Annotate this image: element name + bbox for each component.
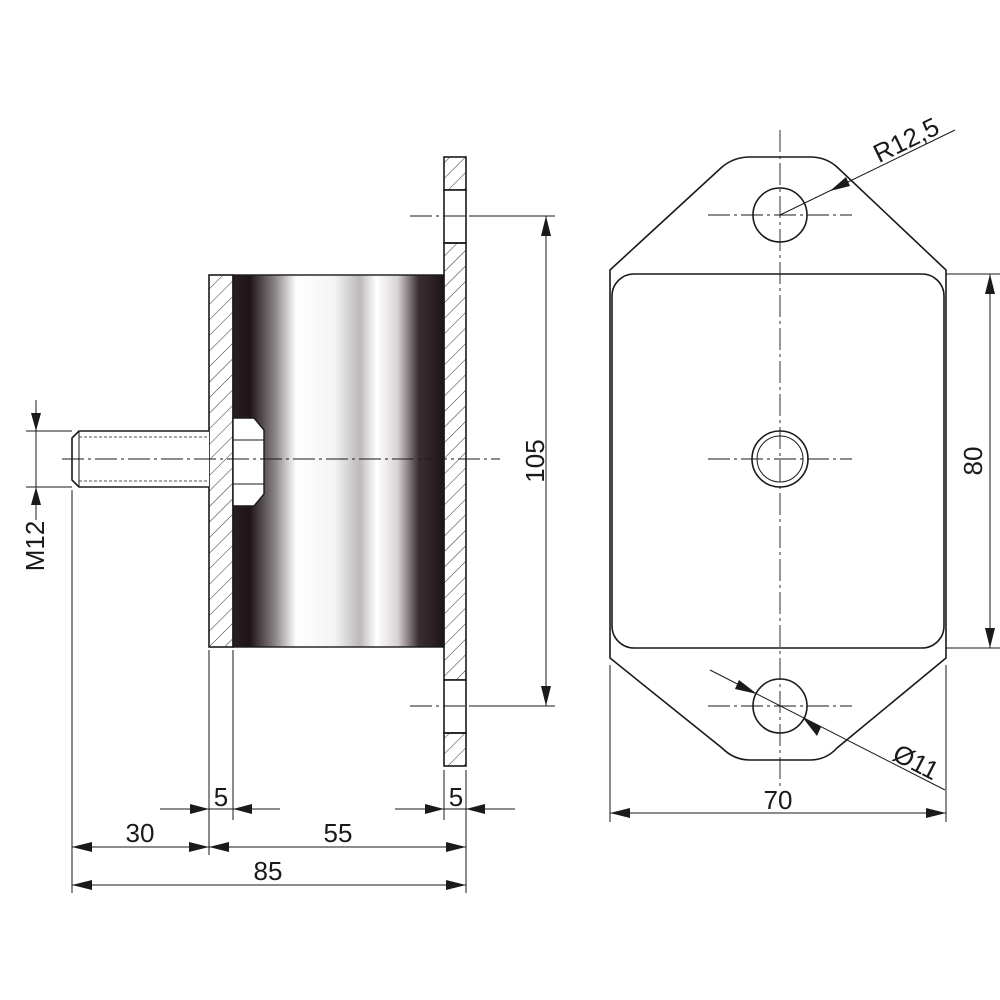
overall-length-label: 85 (254, 856, 283, 886)
dim-stud-and-body: 30 55 (72, 818, 466, 852)
width-label: 70 (764, 785, 793, 815)
plate-height-label: 105 (520, 439, 550, 482)
left-cap-plate (208, 274, 234, 648)
hex-nut (232, 417, 265, 507)
stud-length-label: 30 (126, 818, 155, 848)
dim-corner-radius: R12,5 (779, 111, 956, 216)
mounting-plate-outline (609, 156, 947, 761)
body-height-label: 80 (958, 447, 988, 476)
dim-width: 70 (609, 665, 947, 822)
mounting-plate (443, 156, 467, 767)
dim-cap-thickness: 5 (160, 782, 280, 814)
body-length-label: 55 (324, 818, 353, 848)
hole-diameter-label: Ø11 (888, 738, 944, 786)
side-view: 105 M12 5 5 30 (20, 156, 555, 893)
dim-plate-height: 105 (520, 216, 551, 706)
top-view: R12,5 80 Ø11 70 (609, 111, 1000, 822)
rubber-body (232, 274, 445, 648)
dim-body-height: 80 (946, 273, 1000, 649)
thread-label: M12 (20, 521, 50, 572)
body-outline (611, 273, 945, 649)
dim-overall-length: 85 (72, 856, 466, 890)
dim-thread: M12 (20, 400, 50, 571)
plate-thickness-label: 5 (449, 782, 463, 812)
cap-thickness-label: 5 (214, 782, 228, 812)
dim-plate-thickness: 5 (395, 782, 515, 814)
corner-radius-label: R12,5 (868, 111, 944, 168)
